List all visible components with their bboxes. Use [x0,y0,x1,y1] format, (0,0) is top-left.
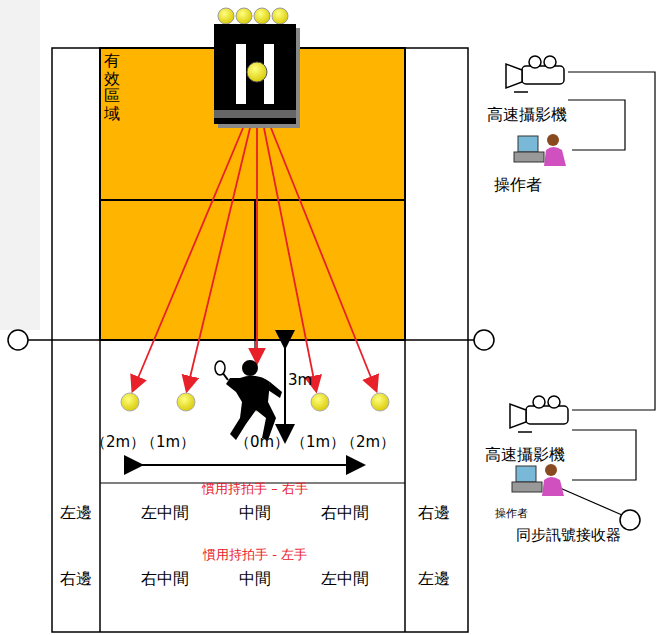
receiver-label: 同步訊號接收器 [516,527,621,544]
position-offset: （2m） [91,434,145,451]
position-offset: （0m） [235,434,289,451]
zone-label: 右中間 [141,570,189,588]
zone-label: 左邊 [418,570,450,588]
position-offset: （1m） [141,434,195,451]
camera-label: 高速攝影機 [487,106,567,124]
position-offset: （2m） [341,434,395,451]
hand-heading: 慣用持拍手 - 左手 [203,548,307,563]
zone-label: 右邊 [60,570,92,588]
operator-label: 操作者 [495,508,528,521]
zone-label: 中間 [239,504,271,522]
zone-label: 中間 [239,570,271,588]
zone-label: 右中間 [321,504,369,522]
position-offset: （1m） [291,434,345,451]
zone-label: 左邊 [60,504,92,522]
zone-label: 右邊 [418,504,450,522]
hand-heading: 慣用持拍手 – 右手 [202,482,308,497]
zone-label: 左中間 [141,504,189,522]
zone-label: 左中間 [321,570,369,588]
operator-label: 操作者 [494,176,542,194]
camera-label: 高速攝影機 [485,446,565,464]
area-label: 有效區域 [104,52,120,122]
effective-area: 有效區域 [100,48,405,340]
dimension: 3m [288,372,312,389]
